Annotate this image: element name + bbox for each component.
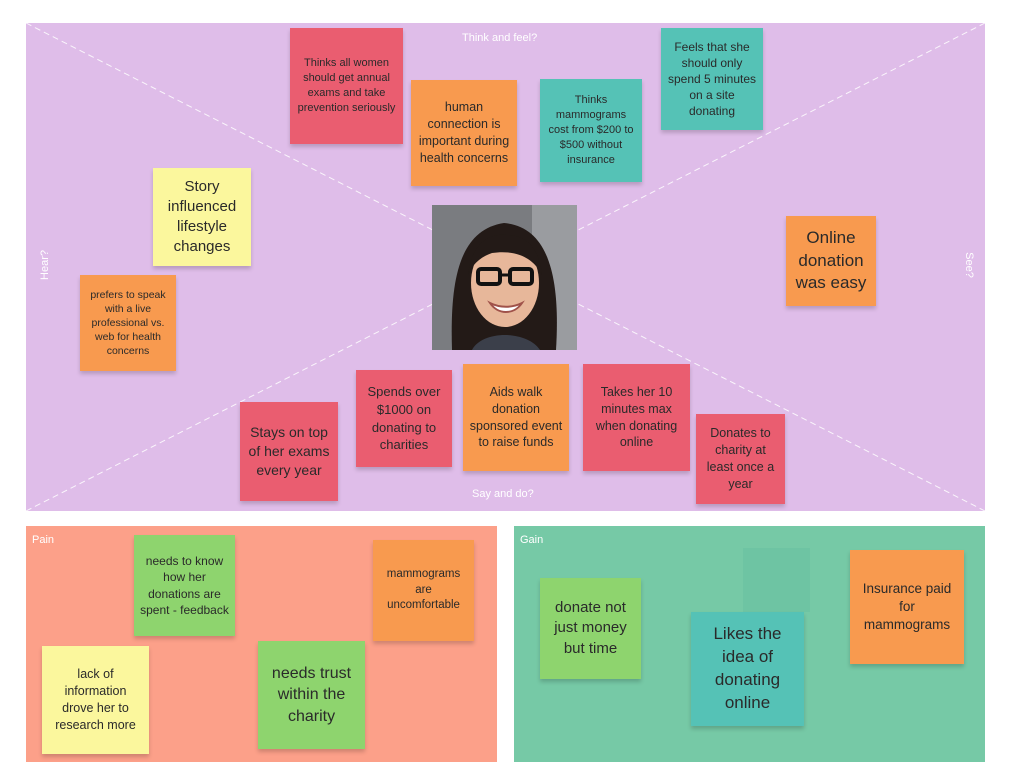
- pain-label: Pain: [32, 534, 55, 546]
- sticky-note[interactable]: needs to know how her donations are spen…: [134, 535, 235, 636]
- sticky-note[interactable]: Aids walk donation sponsored event to ra…: [463, 364, 569, 471]
- sticky-note[interactable]: Takes her 10 minutes max when donating o…: [583, 364, 690, 471]
- sticky-note[interactable]: Likes the idea of donating online: [691, 612, 804, 726]
- sticky-note[interactable]: Thinks all women should get annual exams…: [290, 28, 403, 144]
- sticky-note[interactable]: lack of information drove her to researc…: [42, 646, 149, 754]
- blank-sticky-note[interactable]: [743, 548, 810, 612]
- sticky-note[interactable]: Online donation was easy: [786, 216, 876, 306]
- sticky-note[interactable]: human connection is important during hea…: [411, 80, 517, 186]
- persona-photo: [432, 205, 577, 350]
- gain-label: Gain: [520, 534, 544, 546]
- sticky-note[interactable]: Spends over $1000 on donating to chariti…: [356, 370, 452, 467]
- sticky-note[interactable]: Donates to charity at least once a year: [696, 414, 785, 504]
- sticky-note[interactable]: Insurance paid for mammograms: [850, 550, 964, 664]
- sticky-note[interactable]: Thinks mammograms cost from $200 to $500…: [540, 79, 642, 182]
- sticky-note[interactable]: donate not just money but time: [540, 578, 641, 679]
- sticky-note[interactable]: Feels that she should only spend 5 minut…: [661, 28, 763, 130]
- sticky-note[interactable]: Stays on top of her exams every year: [240, 402, 338, 501]
- sticky-note[interactable]: prefers to speak with a live professiona…: [80, 275, 176, 371]
- sticky-note[interactable]: Story influenced lifestyle changes: [153, 168, 251, 266]
- label-say-do: Say and do?: [472, 488, 534, 500]
- label-think-feel: Think and feel?: [462, 32, 538, 44]
- sticky-note[interactable]: mammograms are uncomfortable: [373, 540, 474, 641]
- sticky-note[interactable]: needs trust within the charity: [258, 641, 365, 749]
- label-see: See?: [962, 252, 975, 278]
- label-hear: Hear?: [38, 250, 51, 280]
